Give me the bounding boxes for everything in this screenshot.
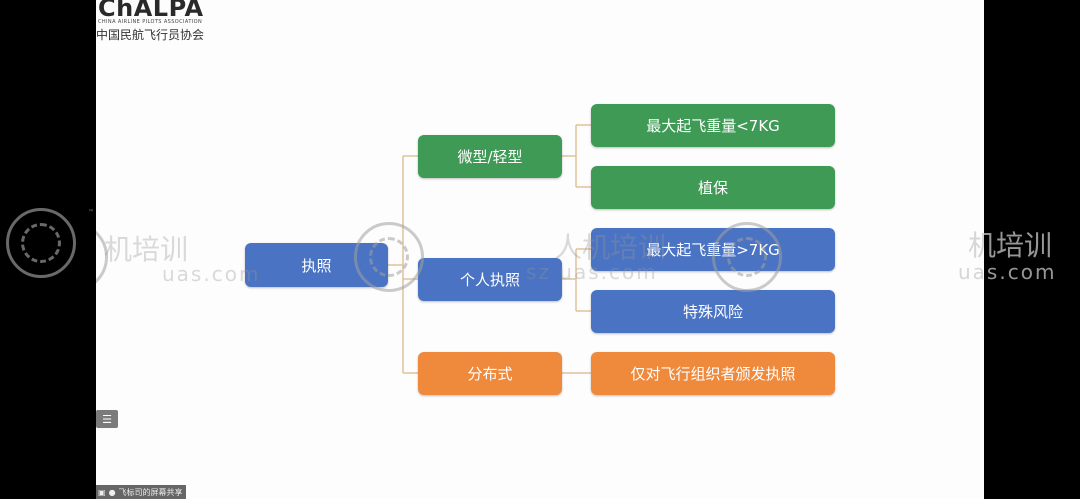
leaf-node-special-risk: 特殊风险: [591, 290, 835, 333]
leaf-node-organizer-license-only: 仅对飞行组织者颁发执照: [591, 352, 835, 395]
leaf-node-max-takeoff-under-7kg: 最大起飞重量<7KG: [591, 104, 835, 147]
chalpa-logo: ChALPA: [98, 0, 204, 22]
watermark-seal-mid: [354, 222, 424, 292]
screen-share-icon: ▣: [98, 487, 106, 497]
presentation-slide: ChALPA CHINA AIRLINE PILOTS ASSOCIATION …: [96, 0, 984, 499]
watermark-seal-outer-left: [6, 208, 76, 278]
logo-chinese-name: 中国民航飞行员协会: [96, 28, 205, 42]
tree-connectors: [388, 124, 591, 374]
category-node-personal-license: 个人执照: [418, 258, 562, 301]
category-node-micro-light: 微型/轻型: [418, 135, 562, 178]
menu-icon[interactable]: ☰: [96, 410, 118, 428]
logo-subtitle: CHINA AIRLINE PILOTS ASSOCIATION: [98, 19, 203, 25]
category-node-distributed: 分布式: [418, 352, 562, 395]
microphone-icon: ●: [108, 487, 116, 497]
leaf-node-crop-protection: 植保: [591, 166, 835, 209]
screen-share-label: 飞标司的屏幕共享: [118, 487, 183, 497]
screen-share-indicator[interactable]: ▣ ● 飞标司的屏幕共享: [96, 485, 186, 499]
watermark-seal-right: [712, 222, 782, 292]
watermark-trademark: ™: [88, 209, 94, 216]
